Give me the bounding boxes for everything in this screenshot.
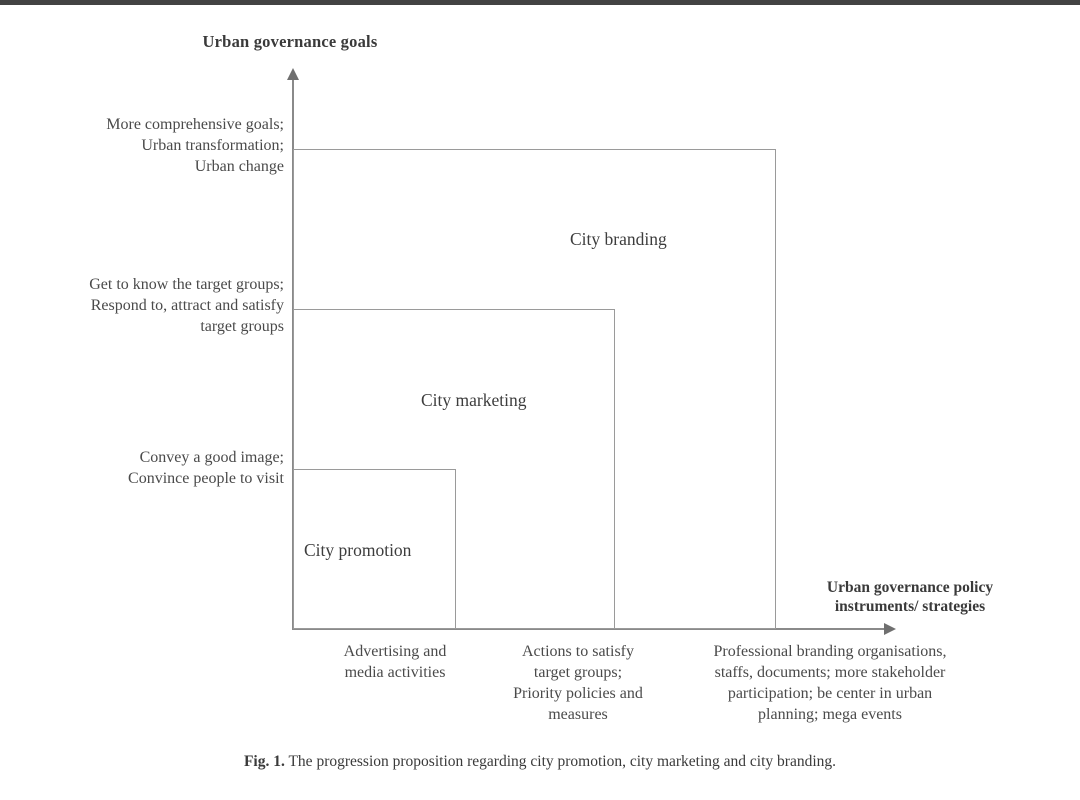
y-axis-title: Urban governance goals <box>202 32 378 51</box>
x-tick-label-level-2: Actions to satisfy target groups; Priori… <box>480 641 676 725</box>
x-tick-label-level-3: Professional branding organisations, sta… <box>662 641 998 725</box>
x-tick-label-line: Advertising and <box>343 643 447 660</box>
figure-caption: Fig. 1. The progression proposition rega… <box>0 753 1080 771</box>
x-axis-title-line: Urban governance policy <box>826 579 994 596</box>
top-edge-strip <box>0 0 1080 5</box>
y-axis-arrow-icon <box>287 68 299 80</box>
y-tick-label-level-1: Convey a good image; Convince people to … <box>0 447 284 489</box>
x-tick-label-line: Priority policies and <box>513 685 643 702</box>
y-tick-label-line: Respond to, attract and satisfy <box>90 297 284 314</box>
y-tick-label-line: Convince people to visit <box>128 470 284 487</box>
x-axis-title: Urban governance policy instruments/ str… <box>792 578 1028 616</box>
x-tick-label-line: planning; mega events <box>758 706 902 723</box>
x-tick-label-line: media activities <box>344 664 446 681</box>
y-tick-label-level-2: Get to know the target groups; Respond t… <box>0 274 284 337</box>
progression-proposition-diagram: Urban governance goals City branding Cit… <box>0 32 1028 725</box>
x-axis-arrow-icon <box>884 623 896 635</box>
x-tick-label-line: participation; be center in urban <box>727 685 933 702</box>
box-label-city-promotion: City promotion <box>304 540 412 560</box>
x-tick-label-line: Professional branding organisations, <box>713 643 947 660</box>
figure-caption-tag: Fig. 1. <box>243 753 285 770</box>
box-city-promotion <box>293 469 456 629</box>
y-tick-label-line: Urban transformation; <box>141 137 284 154</box>
y-tick-label-line: Urban change <box>194 158 284 175</box>
box-label-city-marketing: City marketing <box>421 390 527 410</box>
y-tick-label-line: More comprehensive goals; <box>106 116 284 133</box>
x-tick-label-line: measures <box>548 706 608 723</box>
y-tick-label-line: Convey a good image; <box>139 449 284 466</box>
figure-caption-text: The progression proposition regarding ci… <box>288 753 837 770</box>
box-label-city-branding: City branding <box>570 229 667 249</box>
y-tick-label-line: target groups <box>200 318 284 335</box>
x-axis-line <box>293 628 887 630</box>
y-tick-label-line: Get to know the target groups; <box>89 276 284 293</box>
x-tick-label-line: target groups; <box>533 664 623 681</box>
x-tick-label-level-1: Advertising and media activities <box>300 641 490 683</box>
x-tick-label-line: Actions to satisfy <box>522 643 634 660</box>
y-tick-label-level-3: More comprehensive goals; Urban transfor… <box>0 114 284 177</box>
x-tick-label-line: staffs, documents; more stakeholder <box>714 664 946 681</box>
x-axis-title-line: instruments/ strategies <box>834 598 986 615</box>
